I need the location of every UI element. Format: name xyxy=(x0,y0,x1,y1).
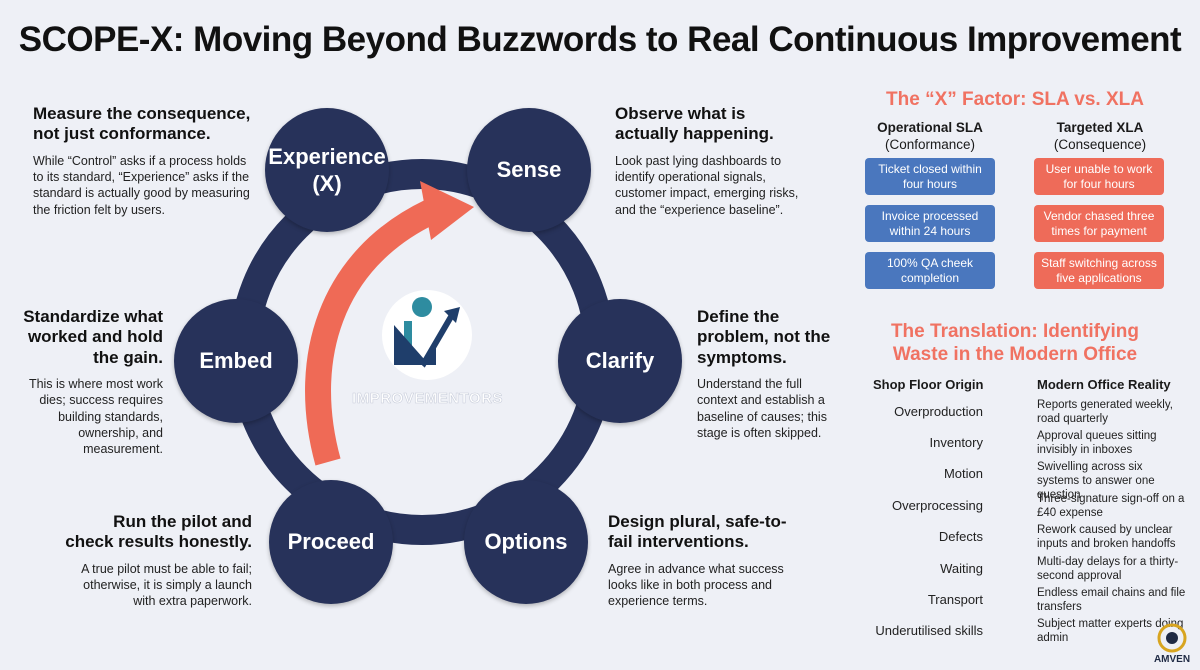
waste-reality: Swivelling across six systems to answer … xyxy=(1037,461,1155,501)
options-text: Agree in advance what success looks like… xyxy=(608,561,784,609)
proceed-text: A true pilot must be able to fail; other… xyxy=(81,561,252,609)
waste-reality: Subject matter experts doing admin xyxy=(1037,618,1184,644)
experience-block: Measure the consequence, not just confor… xyxy=(33,104,255,218)
options-block: Design plural, safe-to-fail intervention… xyxy=(608,512,798,610)
node-options: Options xyxy=(464,480,588,604)
xla-pill: Vendor chased three times for payment xyxy=(1034,205,1164,242)
sla-pill: 100% QA cheek completion xyxy=(865,252,995,289)
logo-mark xyxy=(382,290,472,380)
waste-origin: Overproduction xyxy=(894,404,983,419)
embed-text: This is where most work dies; success re… xyxy=(28,377,163,457)
sla-header: Operational SLA xyxy=(877,120,983,135)
waste-origin: Defects xyxy=(938,529,983,544)
xla-column-header: Targeted XLA (Consequence) xyxy=(1025,120,1175,154)
xla-pill: Staff switching across five applications xyxy=(1034,252,1164,289)
sla-column-header: Operational SLA (Conformance) xyxy=(855,120,1005,154)
waste-origin: Inventory xyxy=(929,435,983,450)
waste-origin: Transport xyxy=(927,592,983,607)
sla-pill: Invoice processed within 24 hours xyxy=(865,205,995,242)
xfactor-title: The “X” Factor: SLA vs. XLA xyxy=(886,89,1144,110)
node-proceed: Proceed xyxy=(269,480,393,604)
xla-header: Targeted XLA xyxy=(1056,120,1144,135)
node-experience: Experience (X) xyxy=(265,108,389,232)
xla-subheader: (Consequence) xyxy=(1053,136,1147,152)
clarify-block: Define the problem, not the symptoms. Un… xyxy=(697,307,832,441)
reality-column-header: Modern Office Reality xyxy=(1037,377,1171,392)
amven-icon xyxy=(1157,623,1187,653)
amven-text: AMVEN xyxy=(1153,654,1191,665)
node-sense: Sense xyxy=(467,108,591,232)
waste-reality: Rework caused by unclear inputs and brok… xyxy=(1037,524,1176,550)
sla-subheader: (Conformance) xyxy=(884,136,976,152)
waste-reality: Reports generated weekly, road quarterly xyxy=(1037,399,1173,425)
logo-text: IMPROVEMENTORS xyxy=(352,390,503,408)
waste-origin: Overprocessing xyxy=(891,498,983,513)
clarify-text: Understand the full context and establis… xyxy=(697,377,827,440)
options-heading: Design plural, safe-to-fail intervention… xyxy=(608,512,787,552)
translation-title: The Translation: Identifying Waste in th… xyxy=(890,321,1140,365)
experience-heading: Measure the consequence, not just confor… xyxy=(33,104,251,144)
cycle-arrow-head xyxy=(420,181,474,240)
experience-text: While “Control” asks if a process holds … xyxy=(33,153,250,217)
logo: IMPROVEMENTORS xyxy=(340,285,515,415)
page-title: SCOPE-X: Moving Beyond Buzzwords to Real… xyxy=(18,20,1182,59)
xla-pill: User unable to work for four hours xyxy=(1034,158,1164,195)
node-clarify: Clarify xyxy=(558,299,682,423)
origin-column-header: Shop Floor Origin xyxy=(873,377,984,392)
node-embed: Embed xyxy=(174,299,298,423)
embed-heading: Standardize what worked and hold the gai… xyxy=(23,307,163,367)
waste-reality: Multi-day delays for a thirty-second app… xyxy=(1037,556,1179,582)
waste-reality: Three-signature sign-off on a £40 expens… xyxy=(1037,493,1185,519)
waste-origin: Motion xyxy=(943,466,983,481)
sense-text: Look past lying dashboards to identify o… xyxy=(615,153,799,217)
sla-pill: Ticket closed within four hours xyxy=(865,158,995,195)
sense-heading: Observe what is actually happening. xyxy=(615,104,774,144)
waste-origin: Underutilised skills xyxy=(875,623,983,638)
waste-reality: Endless email chains and file transfers xyxy=(1037,587,1186,613)
amven-badge: AMVEN xyxy=(1148,622,1196,668)
proceed-heading: Run the pilot and check results honestly… xyxy=(65,512,252,552)
proceed-block: Run the pilot and check results honestly… xyxy=(62,512,252,610)
sense-block: Observe what is actually happening. Look… xyxy=(615,104,800,218)
waste-origin: Waiting xyxy=(940,561,983,576)
clarify-heading: Define the problem, not the symptoms. xyxy=(697,307,831,367)
cycle-arrow xyxy=(305,200,436,466)
embed-block: Standardize what worked and hold the gai… xyxy=(18,307,163,457)
waste-reality: Approval queues sitting invisibly in inb… xyxy=(1037,430,1157,456)
